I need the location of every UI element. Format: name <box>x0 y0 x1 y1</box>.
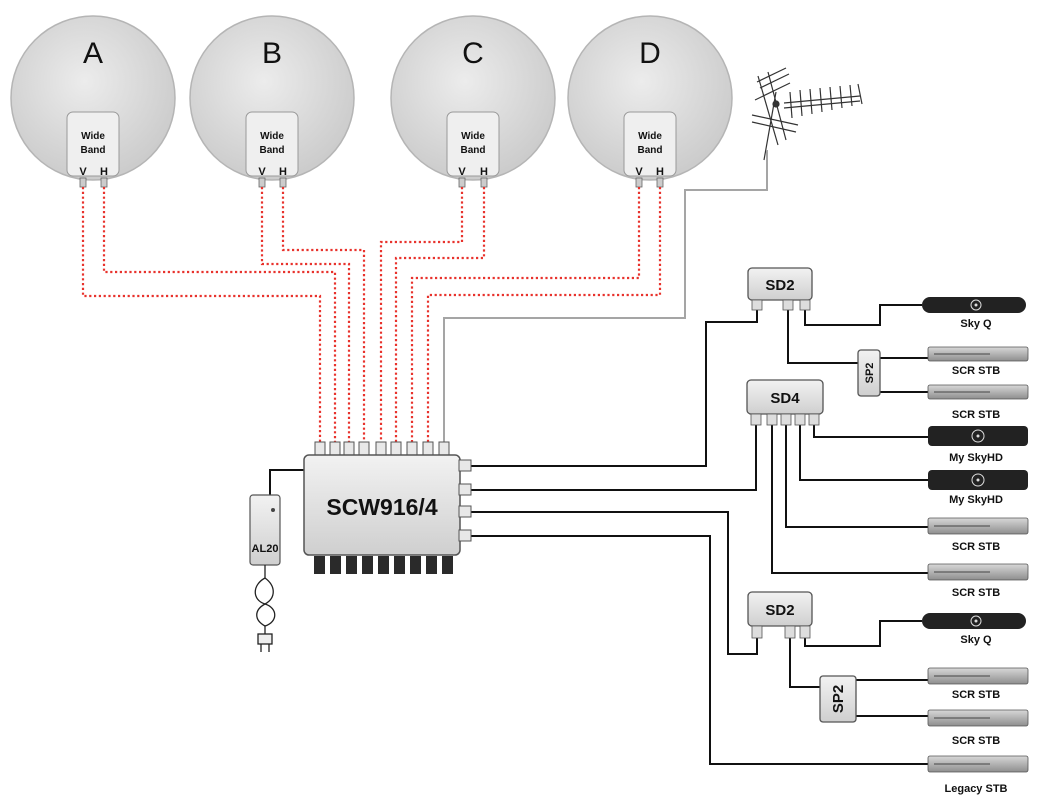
dish-letter: A <box>83 37 103 70</box>
splitter-label: SD4 <box>770 390 800 407</box>
terrestrial-antenna-icon <box>751 67 863 161</box>
splitter-label: SD2 <box>765 602 794 619</box>
switch-bottom-ports <box>314 556 453 574</box>
dish-b: B Wide Band V H <box>189 15 355 188</box>
receiver-scr-stb: SCR STB <box>927 346 1029 377</box>
lnb-icon: Wide Band V H <box>623 111 677 188</box>
lnb-port-v-label: V <box>258 166 266 178</box>
splitter-label: SP2 <box>864 363 876 384</box>
receiver-label: My SkyHD <box>949 452 1003 464</box>
lnb-label-line2: Band <box>260 145 285 156</box>
lnb-label-line2: Band <box>638 145 663 156</box>
splitter-sd2-top: SD2 <box>747 267 813 311</box>
lnb-port-h-label: H <box>100 166 108 178</box>
lnb-port-h-label: H <box>279 166 287 178</box>
splitter-sp2-top: SP2 <box>857 349 881 397</box>
switch-output-ports <box>458 459 472 542</box>
receiver-sky-q: Sky Q <box>922 613 1026 646</box>
splitter-sd2-bottom: SD2 <box>747 591 813 639</box>
switch-top-ports <box>314 441 450 457</box>
lnb-icon: Wide Band V H <box>245 111 299 188</box>
dish-c: C Wide Band V H <box>390 15 556 188</box>
splitter-sd4: SD4 <box>746 379 824 426</box>
lnb-port-h-label: H <box>656 166 664 178</box>
lnb-label-line2: Band <box>81 145 106 156</box>
psu-al20: AL20 <box>249 494 281 652</box>
receiver-label: Sky Q <box>960 634 992 646</box>
receiver-my-skyhd: My SkyHD <box>928 426 1028 464</box>
lnb-label-line2: Band <box>461 145 486 156</box>
psu-label: AL20 <box>252 543 279 555</box>
splitter-label: SP2 <box>830 685 847 713</box>
receiver-label: SCR STB <box>952 689 1000 701</box>
lnb-icon: Wide Band V H <box>66 111 120 188</box>
receiver-label: Legacy STB <box>945 783 1008 795</box>
receiver-scr-stb: SCR STB <box>927 517 1029 553</box>
splitter-sp2-bottom: SP2 <box>819 675 857 723</box>
receiver-label: SCR STB <box>952 365 1000 377</box>
dish-d: D Wide Band V H <box>567 15 733 188</box>
receiver-label: SCR STB <box>952 735 1000 747</box>
receiver-sky-q: Sky Q <box>922 297 1026 330</box>
lnb-port-v-label: V <box>79 166 87 178</box>
receiver-legacy-stb: Legacy STB <box>927 755 1029 795</box>
receiver-label: SCR STB <box>952 587 1000 599</box>
satellite-cables <box>81 187 662 442</box>
receiver-label: SCR STB <box>952 409 1000 421</box>
lnb-port-v-label: V <box>458 166 466 178</box>
lnb-label-line1: Wide <box>260 131 284 142</box>
power-plug-icon <box>254 565 276 652</box>
lnb-label-line1: Wide <box>81 131 105 142</box>
switch-label: SCW916/4 <box>326 494 437 520</box>
lnb-label-line1: Wide <box>638 131 662 142</box>
receiver-label: Sky Q <box>960 318 992 330</box>
lnb-icon: Wide Band V H <box>446 111 500 188</box>
receiver-scr-stb: SCR STB <box>927 667 1029 701</box>
receiver-scr-stb: SCR STB <box>927 563 1029 599</box>
receiver-scr-stb: SCR STB <box>927 709 1029 747</box>
dish-letter: D <box>639 37 661 70</box>
receiver-my-skyhd: My SkyHD <box>928 470 1028 506</box>
coax-cables <box>269 304 928 765</box>
dish-letter: B <box>262 37 282 70</box>
lnb-port-h-label: H <box>480 166 488 178</box>
lnb-port-v-label: V <box>635 166 643 178</box>
multiswitch-scw916-4: SCW916/4 <box>303 441 472 574</box>
lnb-label-line1: Wide <box>461 131 485 142</box>
dish-letter: C <box>462 37 484 70</box>
splitter-label: SD2 <box>765 277 794 294</box>
receiver-label: SCR STB <box>952 541 1000 553</box>
dish-a: A Wide Band V H <box>10 15 176 188</box>
receiver-scr-stb: SCR STB <box>927 384 1029 421</box>
terrestrial-cable <box>443 150 768 442</box>
receiver-label: My SkyHD <box>949 494 1003 506</box>
